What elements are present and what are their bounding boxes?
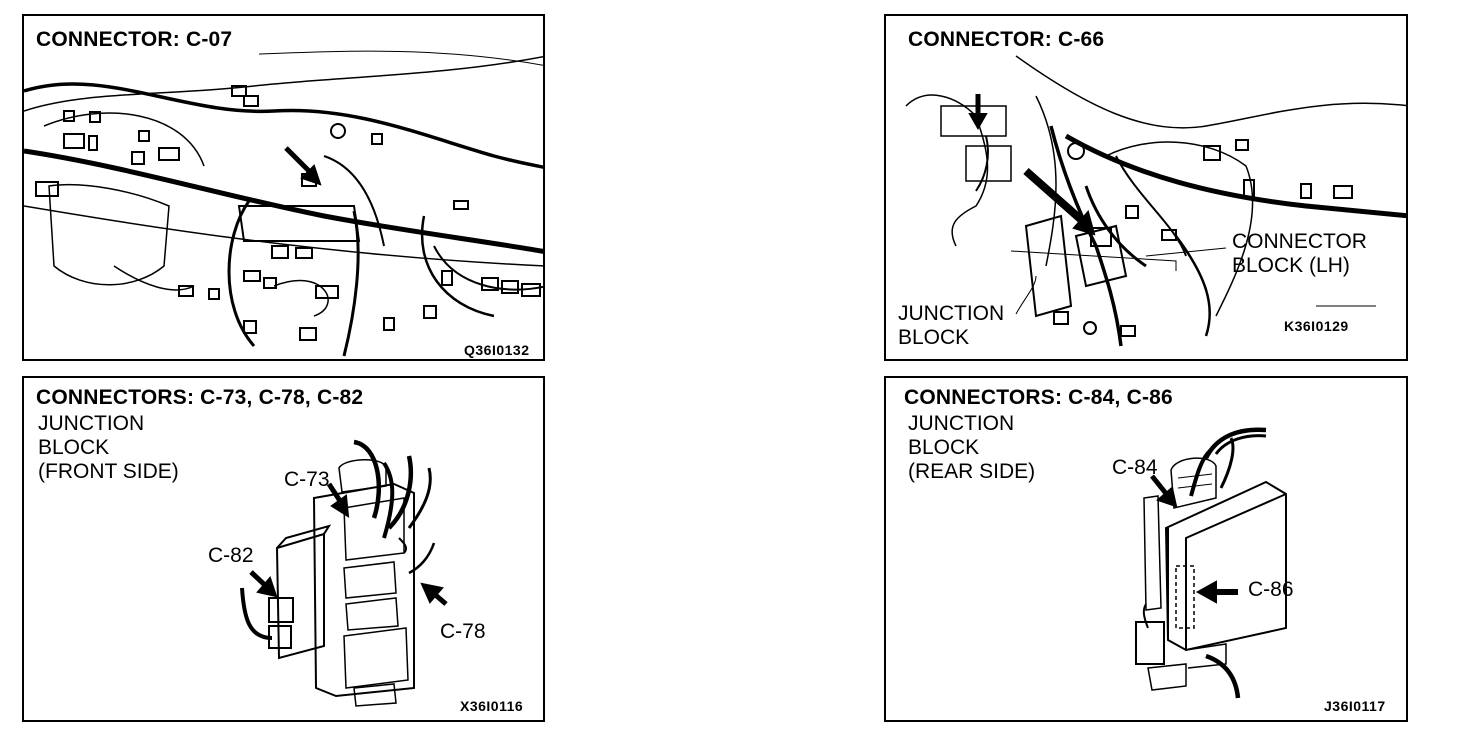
label-c82: C-82 <box>208 544 254 567</box>
label-connector-block-lh: CONNECTOR BLOCK (LH) <box>1232 230 1367 277</box>
figure-code: J36I0117 <box>1324 698 1386 714</box>
label-junction-block: JUNCTION BLOCK <box>898 302 1005 349</box>
figure-code: K36I0129 <box>1284 318 1349 334</box>
panel-title: CONNECTORS: C-73, C-78, C-82 <box>36 386 364 409</box>
panel-connector-c07: CONNECTOR: C-07 Q36I0132 <box>22 14 545 361</box>
junction-block-rear-illustration <box>1135 427 1287 699</box>
label-junction-block-rear: JUNCTION BLOCK (REAR SIDE) <box>908 412 1036 483</box>
label-c78: C-78 <box>440 620 486 643</box>
label-c86: C-86 <box>1248 578 1294 601</box>
label-c73: C-73 <box>284 468 330 491</box>
panel-title: CONNECTOR: C-07 <box>36 28 233 51</box>
dashboard-harness-illustration <box>24 55 543 357</box>
figure-code: X36I0116 <box>460 698 524 714</box>
figure-code: Q36I0132 <box>464 342 530 358</box>
junction-block-front-illustration <box>240 439 448 707</box>
panel-title: CONNECTOR: C-66 <box>908 28 1105 51</box>
panel-title: CONNECTORS: C-84, C-86 <box>904 386 1173 409</box>
label-junction-block-front: JUNCTION BLOCK (FRONT SIDE) <box>38 412 179 483</box>
title-underline <box>259 50 543 66</box>
panel-connectors-c73-c78-c82: CONNECTORS: C-73, C-78, C-82 JUNCTION BL… <box>22 376 545 722</box>
panel-connector-c66: CONNECTOR: C-66 CONNECTOR BLOCK (LH) JUN… <box>884 14 1408 361</box>
junction-block-location-illustration <box>905 55 1406 347</box>
label-c84: C-84 <box>1112 456 1158 479</box>
panel-connectors-c84-c86: CONNECTORS: C-84, C-86 JUNCTION BLOCK (R… <box>884 376 1408 722</box>
